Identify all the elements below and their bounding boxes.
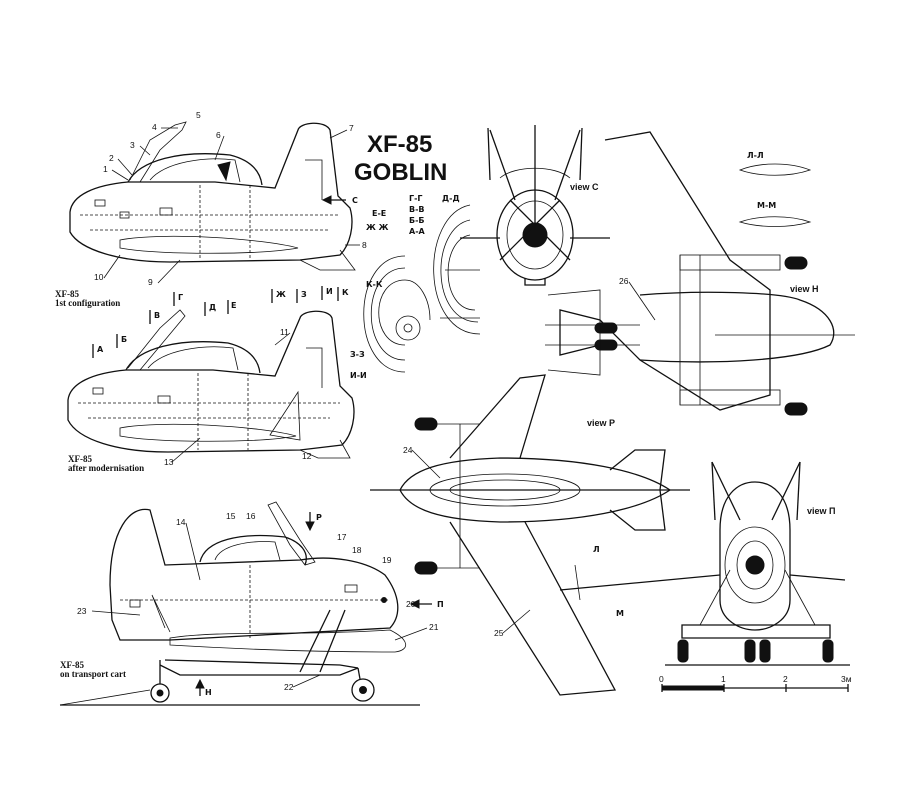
svg-text:16: 16 bbox=[246, 511, 256, 521]
svg-text:3: 3 bbox=[130, 140, 135, 150]
title-line2: GOBLIN bbox=[354, 159, 447, 186]
svg-text:17: 17 bbox=[337, 532, 347, 542]
svg-text:11: 11 bbox=[280, 327, 289, 337]
svg-text:А-А: А-А bbox=[409, 227, 426, 236]
svg-text:З-З: З-З bbox=[350, 350, 365, 359]
svg-text:6: 6 bbox=[216, 130, 221, 140]
svg-text:13: 13 bbox=[164, 457, 174, 467]
svg-text:К-К: К-К bbox=[366, 280, 383, 289]
svg-text:19: 19 bbox=[382, 555, 392, 565]
svg-text:2: 2 bbox=[109, 153, 114, 163]
svg-text:Ж: Ж bbox=[276, 290, 286, 299]
svg-text:10: 10 bbox=[94, 272, 104, 282]
svg-text:Б: Б bbox=[121, 335, 127, 344]
svg-text:7: 7 bbox=[349, 123, 354, 133]
svg-text:В-В: В-В bbox=[409, 205, 425, 214]
svg-text:22: 22 bbox=[284, 682, 294, 692]
part-numbers: 1 2 3 4 5 6 7 8 9 10 11 12 13 14 15 16 1… bbox=[77, 110, 656, 692]
svg-text:14: 14 bbox=[176, 517, 186, 527]
svg-text:25: 25 bbox=[494, 628, 504, 638]
svg-text:К: К bbox=[342, 288, 349, 297]
caption-config3-line1: XF-85 bbox=[60, 660, 84, 670]
svg-text:H: H bbox=[205, 688, 212, 697]
svg-text:15: 15 bbox=[226, 511, 236, 521]
label-view-p: view P bbox=[587, 418, 615, 428]
svg-text:21: 21 bbox=[429, 622, 439, 632]
side-view-1st-config bbox=[69, 121, 356, 271]
svg-text:М-М: М-М bbox=[757, 201, 776, 210]
svg-text:24: 24 bbox=[403, 445, 413, 455]
caption-config3-line2: on transport cart bbox=[60, 669, 126, 679]
svg-text:0: 0 bbox=[659, 674, 664, 684]
svg-text:2: 2 bbox=[783, 674, 788, 684]
svg-text:9: 9 bbox=[148, 277, 153, 287]
cut-marks: А Б В Г Д Е Ж З И К bbox=[92, 286, 349, 358]
svg-text:П: П bbox=[437, 600, 444, 609]
caption-config1-line2: 1st configuration bbox=[55, 298, 120, 308]
side-view-after-modernisation bbox=[67, 309, 355, 459]
label-view-pi: view П bbox=[807, 506, 835, 516]
svg-text:Г-Г: Г-Г bbox=[409, 194, 423, 203]
svg-text:Е: Е bbox=[231, 301, 236, 310]
svg-text:12: 12 bbox=[302, 451, 312, 461]
caption-config1-line1: XF-85 bbox=[55, 289, 79, 299]
svg-text:8: 8 bbox=[362, 240, 367, 250]
rear-view-pi bbox=[559, 461, 850, 666]
label-view-h: view H bbox=[790, 284, 819, 294]
scale-bar: 0 1 2 3м bbox=[659, 674, 852, 692]
svg-text:26: 26 bbox=[619, 276, 629, 286]
front-view-c bbox=[460, 125, 610, 286]
svg-text:3м: 3м bbox=[841, 674, 852, 684]
title-line1: XF-85 bbox=[367, 131, 432, 158]
top-view-h bbox=[545, 131, 855, 416]
svg-text:18: 18 bbox=[352, 545, 362, 555]
svg-text:1: 1 bbox=[103, 164, 108, 174]
svg-text:C: C bbox=[352, 196, 358, 205]
svg-text:Д-Д: Д-Д bbox=[442, 194, 460, 203]
svg-text:З: З bbox=[301, 290, 307, 299]
svg-text:Е-Е: Е-Е bbox=[372, 209, 386, 218]
svg-text:4: 4 bbox=[152, 122, 157, 132]
svg-text:1: 1 bbox=[721, 674, 726, 684]
svg-text:И-И: И-И bbox=[350, 371, 367, 380]
svg-text:23: 23 bbox=[77, 606, 87, 616]
svg-text:Г: Г bbox=[178, 293, 183, 302]
side-view-transport-cart bbox=[59, 501, 420, 706]
svg-text:Б-Б: Б-Б bbox=[409, 216, 425, 225]
svg-text:P: P bbox=[316, 513, 322, 522]
svg-text:20: 20 bbox=[406, 599, 416, 609]
svg-text:М: М bbox=[616, 609, 624, 618]
svg-text:Д: Д bbox=[209, 303, 216, 312]
svg-text:В: В bbox=[154, 311, 160, 320]
label-view-c: view C bbox=[570, 182, 599, 192]
svg-text:5: 5 bbox=[196, 110, 201, 120]
svg-text:А: А bbox=[97, 345, 104, 354]
caption-config2-line1: XF-85 bbox=[68, 454, 92, 464]
caption-config2-line2: after modernisation bbox=[68, 463, 144, 473]
svg-text:Л: Л bbox=[593, 545, 600, 554]
svg-text:И: И bbox=[326, 287, 333, 296]
cross-sections bbox=[363, 163, 812, 373]
bottom-view-p bbox=[370, 374, 690, 696]
svg-text:Л-Л: Л-Л bbox=[747, 151, 764, 160]
svg-text:Ж Ж: Ж Ж bbox=[366, 223, 389, 232]
arrow-marks: C P П H Л М bbox=[195, 195, 624, 697]
